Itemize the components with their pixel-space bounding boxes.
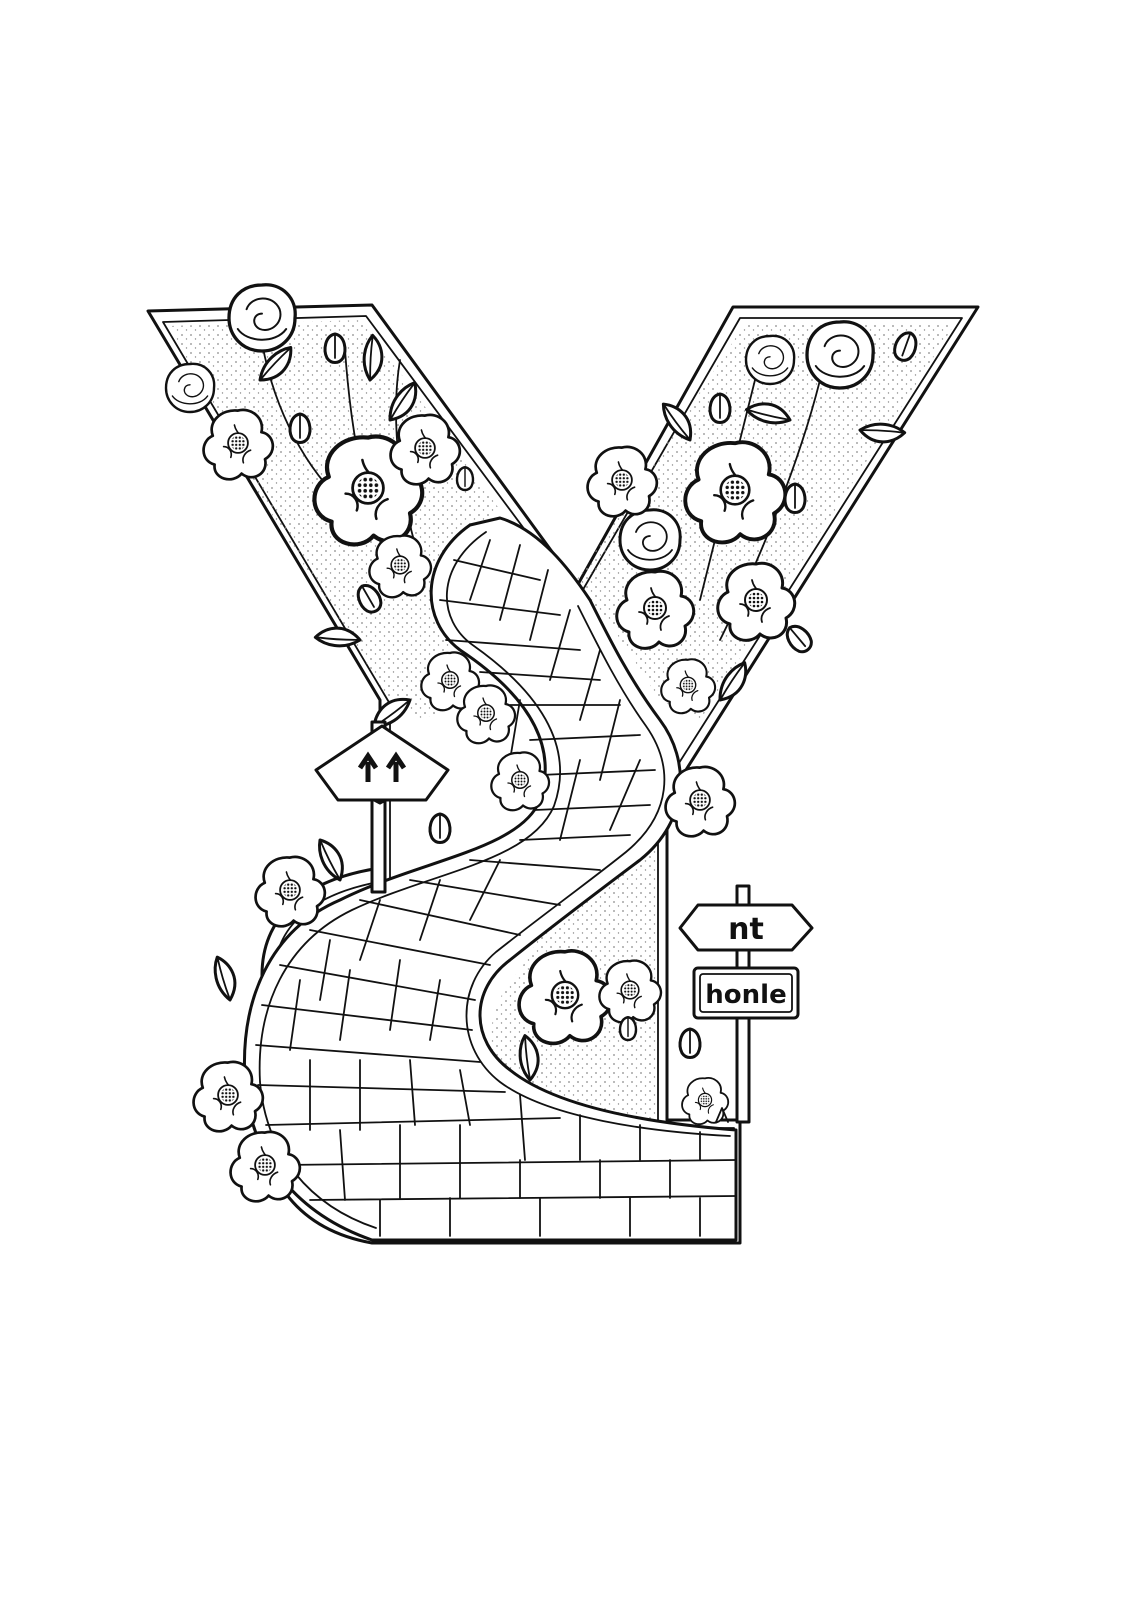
- bottom-sign: [692, 966, 800, 1020]
- top-sign-text: nt: [728, 912, 764, 947]
- bottom-sign-text: honle: [705, 980, 786, 1010]
- double-up-arrow-icon: [357, 751, 407, 782]
- flowers-left-arm: [164, 283, 551, 812]
- arrow-sign: [314, 720, 450, 894]
- winding-road: [242, 516, 738, 1242]
- direction-signpost: nt honle: [678, 884, 814, 1124]
- flowers-right-arm: [586, 320, 922, 838]
- top-sign: [678, 903, 814, 952]
